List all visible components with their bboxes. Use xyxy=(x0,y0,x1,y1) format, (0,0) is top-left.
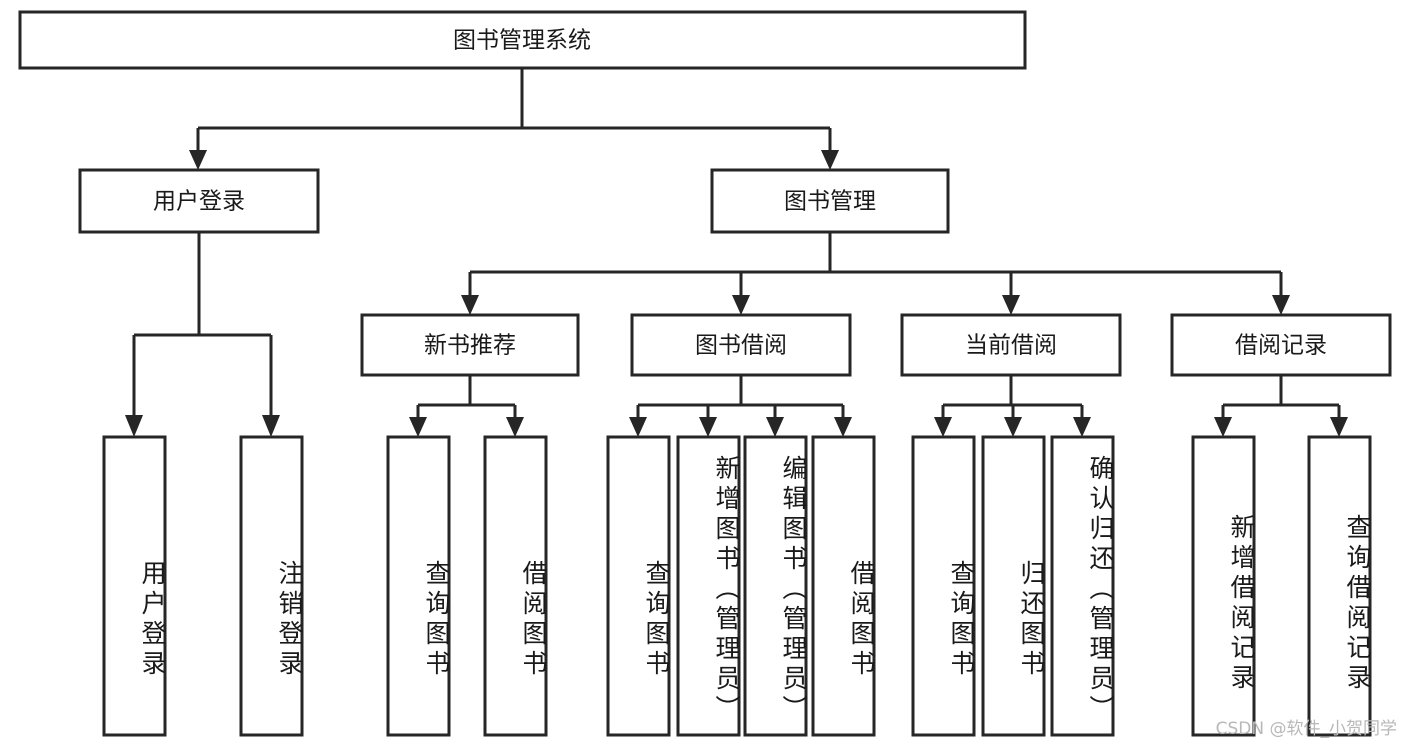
node-book-management-box[interactable] xyxy=(710,168,950,234)
leaf-label-add-record: 新增借阅记录 xyxy=(1227,513,1256,694)
leaf-label-query-record: 查询借阅记录 xyxy=(1343,513,1372,694)
arrow-head-leaf-add-record xyxy=(1214,417,1232,437)
node-root[interactable]: 图书管理系统 xyxy=(18,10,1027,70)
node-root-label: 图书管理系统 xyxy=(453,28,591,54)
node-borrow-record[interactable]: 借阅记录 xyxy=(1170,313,1392,377)
node-root-box[interactable] xyxy=(18,10,1027,70)
node-current-borrow-label: 当前借阅 xyxy=(965,333,1057,359)
connector-group-current-borrow xyxy=(934,375,1091,437)
arrow-head-leaf-return-book xyxy=(1004,417,1022,437)
arrow-head-leaf-edit-book xyxy=(766,417,784,437)
leaf-boxes-group xyxy=(102,435,1372,737)
leaf-box-query-book-1[interactable] xyxy=(386,435,451,737)
node-new-book-recommend-box[interactable] xyxy=(360,313,580,377)
leaf-label-return-book: 归还图书 xyxy=(1017,560,1046,680)
leaf-box-logout-login[interactable] xyxy=(239,435,304,737)
node-book-management[interactable]: 图书管理 xyxy=(710,168,950,234)
leaf-box-confirm-return[interactable] xyxy=(1050,435,1115,737)
connector-group-book-management xyxy=(461,232,1290,315)
leaf-box-add-book[interactable] xyxy=(676,435,741,737)
leaf-label-user-login: 用户登录 xyxy=(138,560,167,680)
leaf-box-query-book-3[interactable] xyxy=(911,435,976,737)
connector-group-root xyxy=(189,68,839,170)
arrow-head-leaf-query-book-3 xyxy=(934,417,952,437)
leaf-box-query-record[interactable] xyxy=(1307,435,1372,737)
node-borrow-record-box[interactable] xyxy=(1170,313,1392,377)
arrow-head-leaf-confirm-return xyxy=(1073,417,1091,437)
node-borrow-record-label: 借阅记录 xyxy=(1235,333,1327,359)
node-book-borrow-box[interactable] xyxy=(630,313,852,377)
arrow-head-current-borrow xyxy=(1002,295,1020,315)
arrow-head-leaf-query-record xyxy=(1330,417,1348,437)
node-book-borrow[interactable]: 图书借阅 xyxy=(630,313,852,377)
leaf-label-borrow-book-1: 借阅图书 xyxy=(519,560,548,680)
leaf-label-edit-book: 编辑图书（管理员） xyxy=(779,454,808,725)
arrow-head-leaf-add-book xyxy=(699,417,717,437)
leaf-label-confirm-return: 确认归还（管理员） xyxy=(1086,454,1115,725)
csdn-watermark: CSDN @软件_小贺同学 xyxy=(1215,719,1397,739)
node-new-book-recommend[interactable]: 新书推荐 xyxy=(360,313,580,377)
connector-group-user-login xyxy=(125,232,280,437)
leaf-box-user-login[interactable] xyxy=(102,435,167,737)
leaf-box-return-book[interactable] xyxy=(981,435,1046,737)
leaf-box-borrow-book-2[interactable] xyxy=(811,435,876,737)
node-book-management-label: 图书管理 xyxy=(784,189,876,215)
leaf-box-add-record[interactable] xyxy=(1191,435,1256,737)
node-current-borrow[interactable]: 当前借阅 xyxy=(900,313,1122,377)
leaf-box-query-book-2[interactable] xyxy=(606,435,671,737)
arrow-head-new-book-recommend xyxy=(461,295,479,315)
arrow-head-user-login xyxy=(189,150,207,170)
leaf-label-query-book-3: 查询图书 xyxy=(947,560,976,680)
arrow-head-leaf-query-book-2 xyxy=(629,417,647,437)
arrow-head-leaf-user-login xyxy=(125,415,143,437)
arrow-head-leaf-borrow-book-1 xyxy=(506,417,524,437)
node-user-login-label: 用户登录 xyxy=(153,189,245,215)
node-new-book-recommend-label: 新书推荐 xyxy=(424,333,516,359)
leaf-box-borrow-book-1[interactable] xyxy=(483,435,548,737)
arrow-head-leaf-query-book-1 xyxy=(409,417,427,437)
arrow-head-book-management xyxy=(821,150,839,170)
node-current-borrow-box[interactable] xyxy=(900,313,1122,377)
node-user-login-box[interactable] xyxy=(78,168,320,234)
node-user-login[interactable]: 用户登录 xyxy=(78,168,320,234)
leaf-label-add-book: 新增图书（管理员） xyxy=(712,454,741,725)
node-book-borrow-label: 图书借阅 xyxy=(695,333,787,359)
arrow-head-book-borrow xyxy=(732,295,750,315)
leaf-label-query-book-2: 查询图书 xyxy=(642,560,671,680)
connector-group-borrow-record xyxy=(1214,375,1348,437)
leaf-label-borrow-book-2: 借阅图书 xyxy=(847,560,876,680)
arrow-head-leaf-logout-login xyxy=(262,415,280,437)
arrow-head-borrow-record xyxy=(1272,295,1290,315)
leaf-label-logout-login: 注销登录 xyxy=(275,560,304,680)
leaf-box-edit-book[interactable] xyxy=(743,435,808,737)
connector-group-new-book-recommend xyxy=(409,375,524,437)
connector-group-book-borrow xyxy=(629,375,852,437)
leaf-label-query-book-1: 查询图书 xyxy=(422,560,451,680)
arrow-head-leaf-borrow-book-2 xyxy=(834,417,852,437)
